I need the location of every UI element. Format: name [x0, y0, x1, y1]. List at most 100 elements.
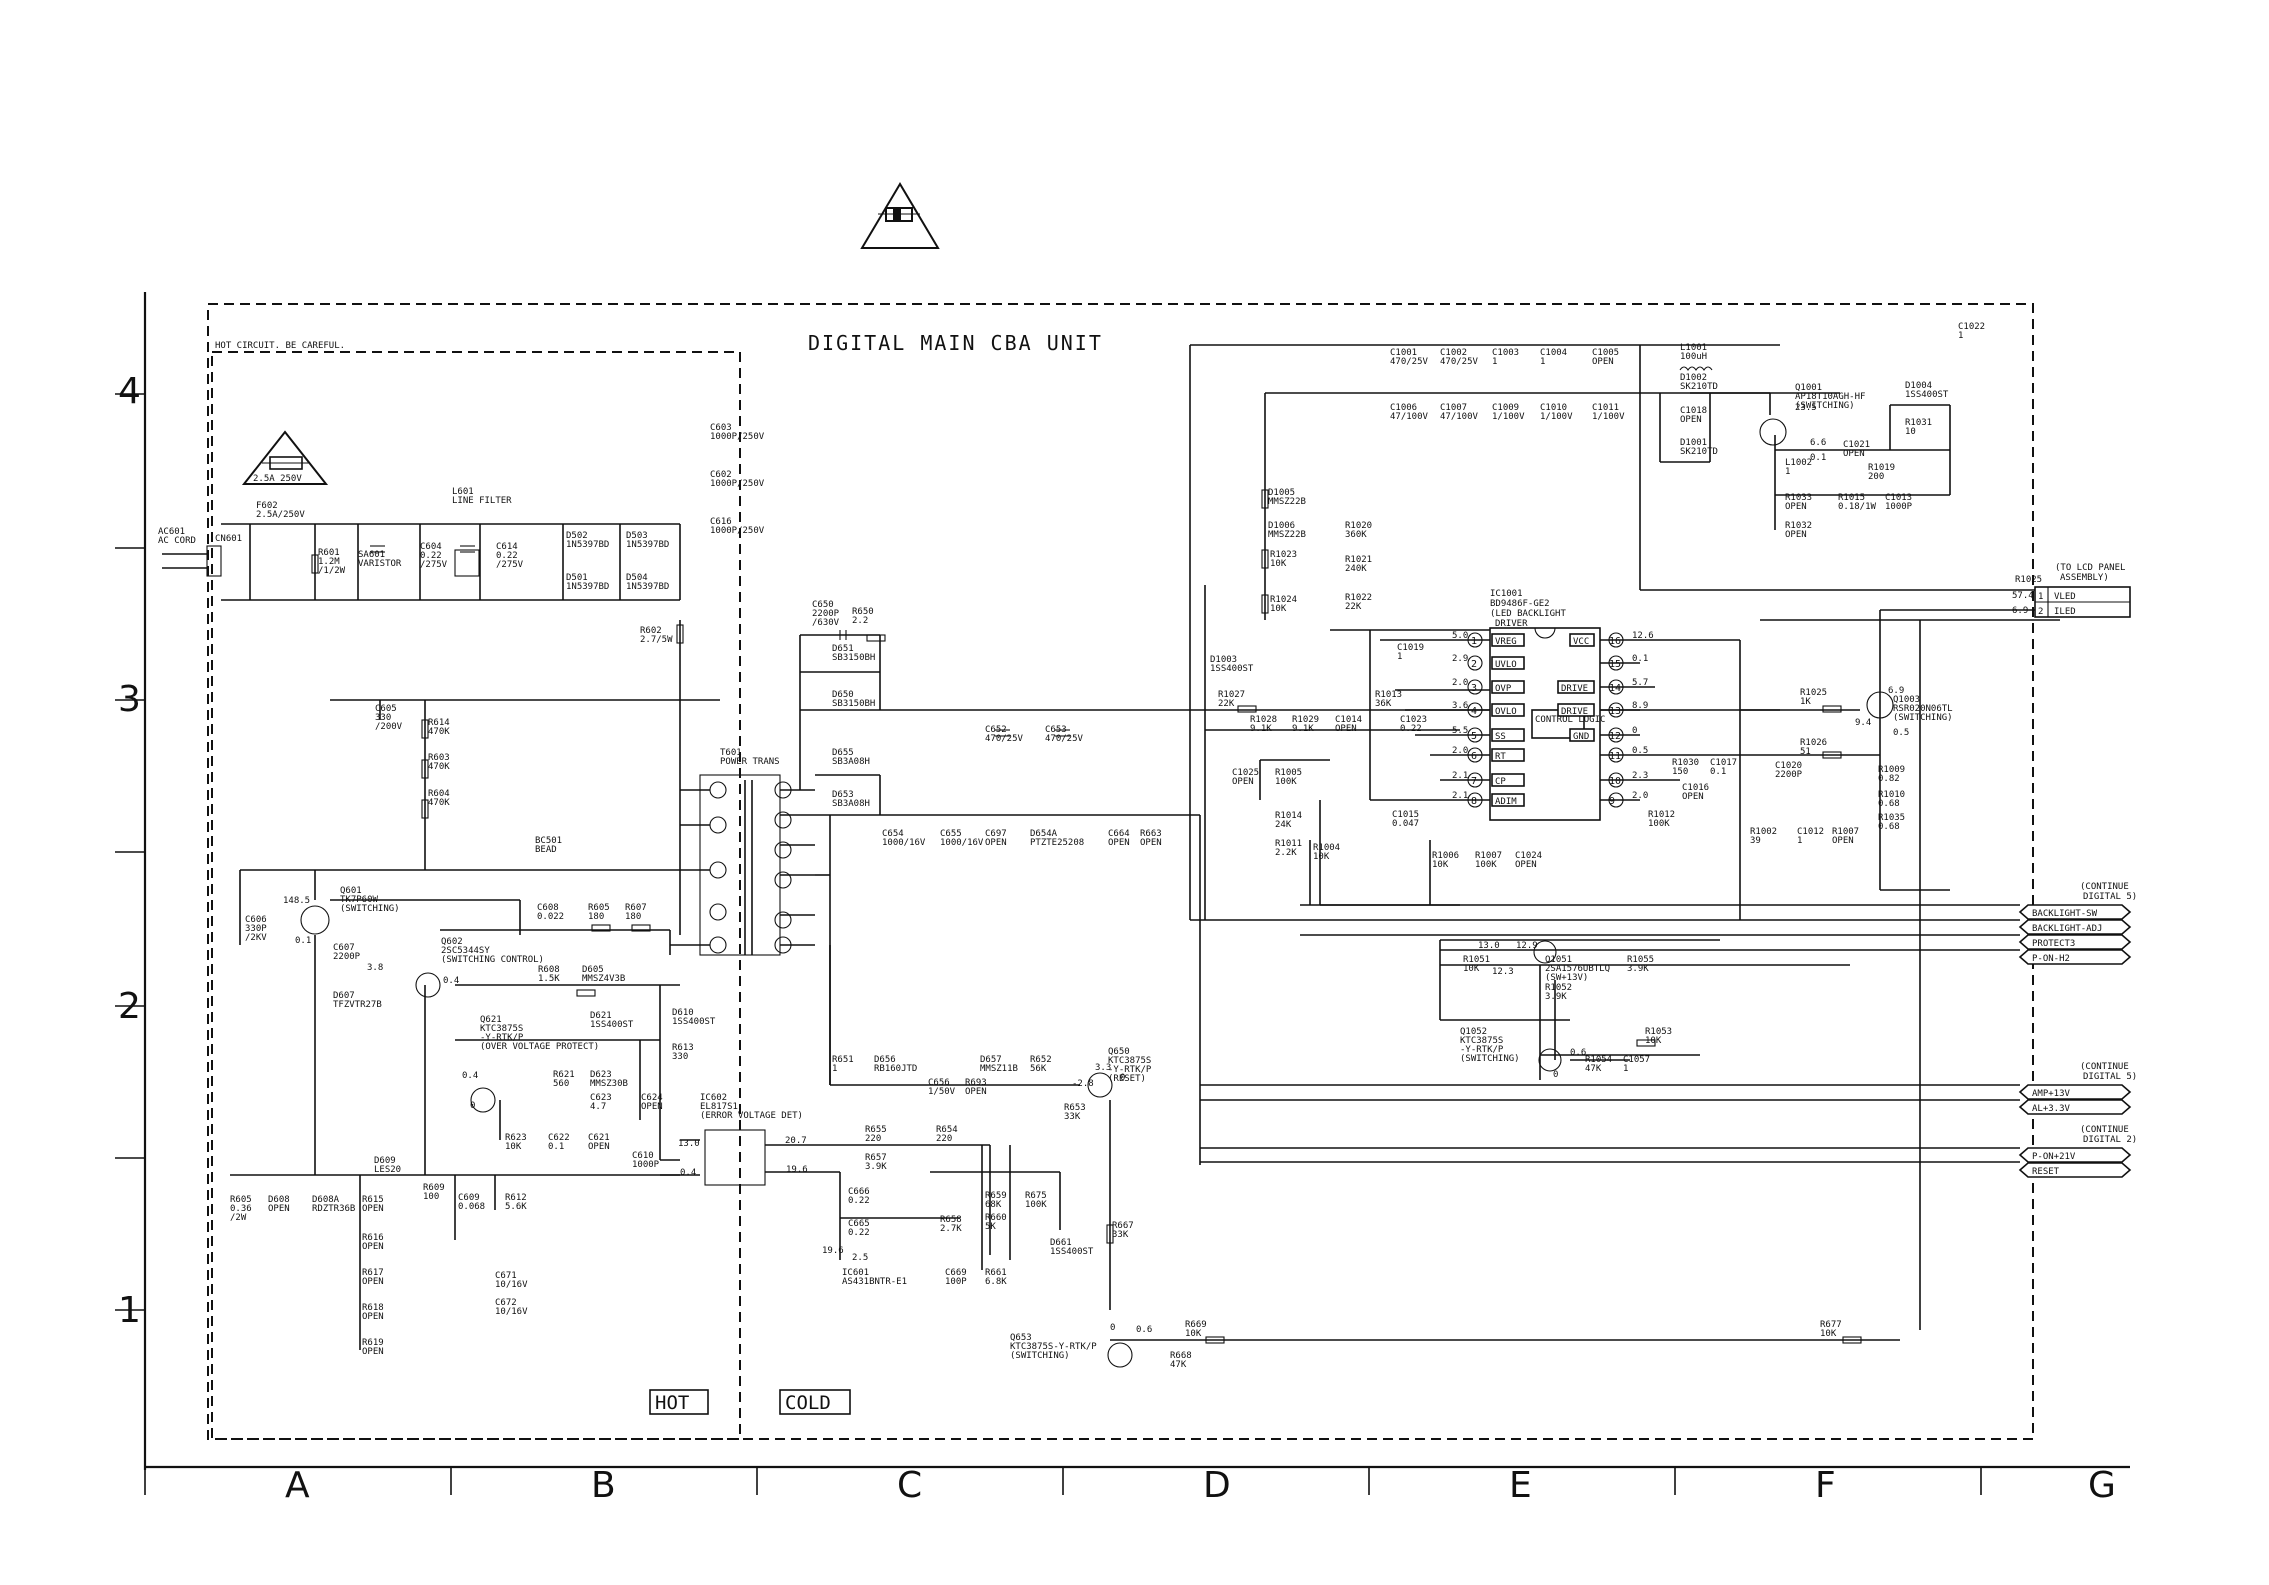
- component-value: OPEN: [362, 1312, 384, 1322]
- ic1001-core: CONTROL LOGIC: [1535, 715, 1605, 725]
- connector-signal: P-ON+21V: [2032, 1152, 2076, 1162]
- component-value: 1/100V: [1540, 412, 1573, 422]
- connector-signal-box: [2018, 904, 2132, 920]
- component-ref: C1021: [1843, 440, 1870, 450]
- component-ref: C609: [458, 1193, 480, 1203]
- component-ref: IC601: [842, 1268, 869, 1278]
- component-ref: R655: [865, 1125, 887, 1135]
- component-value: /1/2W: [318, 566, 346, 576]
- component-value: OPEN: [1515, 860, 1537, 870]
- component-value: 1: [1397, 652, 1402, 662]
- component-ref: R669: [1185, 1320, 1207, 1330]
- component-value: 4.7: [590, 1102, 606, 1112]
- component-ref: C1020: [1775, 761, 1802, 771]
- component-value: 10K: [1463, 964, 1480, 974]
- component-value: (SWITCHING): [1460, 1054, 1520, 1064]
- ic1001-pin-num: 9: [1609, 796, 1615, 807]
- grid-col-c: C: [897, 1465, 922, 1506]
- ic1001-pin-voltage: 2.0: [1452, 746, 1468, 756]
- ic1001-pin-num: 14: [1609, 683, 1621, 694]
- component-value: (ERROR VOLTAGE DET): [700, 1111, 803, 1121]
- component-ref: D503: [626, 531, 648, 541]
- ic1001-pin-name-box: [1491, 748, 1525, 762]
- component-ref: Q1052: [1460, 1027, 1487, 1037]
- voltage-reading: 12.9: [1516, 941, 1538, 951]
- component-value: AP18T10AGH-HF: [1795, 392, 1865, 402]
- component-ref: D654A: [1030, 829, 1058, 839]
- component-value: 150: [1672, 767, 1688, 777]
- component-value: 470K: [428, 762, 450, 772]
- component-value: 39: [1750, 836, 1761, 846]
- component-value: 0.22: [848, 1228, 870, 1238]
- component-ref: R1020: [1345, 521, 1372, 531]
- component-ref: C1024: [1515, 851, 1542, 861]
- ic1001-pin-voltage: 0.1: [1632, 654, 1648, 664]
- ic1001-pin-voltage: 2.1: [1452, 771, 1468, 781]
- grid-axis-bottom: [144, 1465, 2130, 1495]
- component-ref: R1035: [1878, 813, 1905, 823]
- ic1001-pin-14: [1608, 679, 1624, 695]
- component-ref: R1005: [1275, 768, 1302, 778]
- component-ref: D607: [333, 991, 355, 1001]
- component-ref: C656: [928, 1078, 950, 1088]
- ic1001-pin-name: RT: [1495, 752, 1506, 762]
- component-value: 22K: [1345, 602, 1362, 612]
- component-value: 10K: [1645, 1036, 1662, 1046]
- ic1001-pin-name-box: [1491, 656, 1525, 670]
- component-value: LES20: [374, 1165, 401, 1175]
- connector-signal-box: [2018, 1084, 2132, 1100]
- component-ref: R1030: [1672, 758, 1699, 768]
- component-value: OPEN: [1785, 502, 1807, 512]
- component-value: 2.7/5W: [640, 635, 673, 645]
- ic1001-pin-name-box: [1491, 773, 1525, 787]
- grid-col-g: G: [2088, 1465, 2116, 1506]
- component-ref: F602: [256, 501, 278, 511]
- component-value: 2.5A/250V: [256, 510, 305, 520]
- voltage-reading: 0.6: [1136, 1325, 1152, 1335]
- component-ref: D1004: [1905, 381, 1932, 391]
- component-ref: C621: [588, 1133, 610, 1143]
- component-ref: R650: [852, 607, 874, 617]
- component-ref: R1026: [1800, 738, 1827, 748]
- component-value: 330: [672, 1052, 688, 1062]
- component-value: 100K: [1475, 860, 1497, 870]
- component-value: 1N5397BD: [566, 582, 609, 592]
- component-value: 1: [1785, 467, 1790, 477]
- component-value: OPEN: [362, 1242, 384, 1252]
- hot-area-frame: [211, 351, 741, 1440]
- component-ref: R1002: [1750, 827, 1777, 837]
- connector-title: (CONTINUE: [2080, 1062, 2129, 1072]
- component-value: 47K: [1585, 1064, 1602, 1074]
- ic1001-pin-num: 4: [1471, 706, 1477, 717]
- component-value: 10: [1905, 427, 1916, 437]
- component-value: 1/100V: [1592, 412, 1625, 422]
